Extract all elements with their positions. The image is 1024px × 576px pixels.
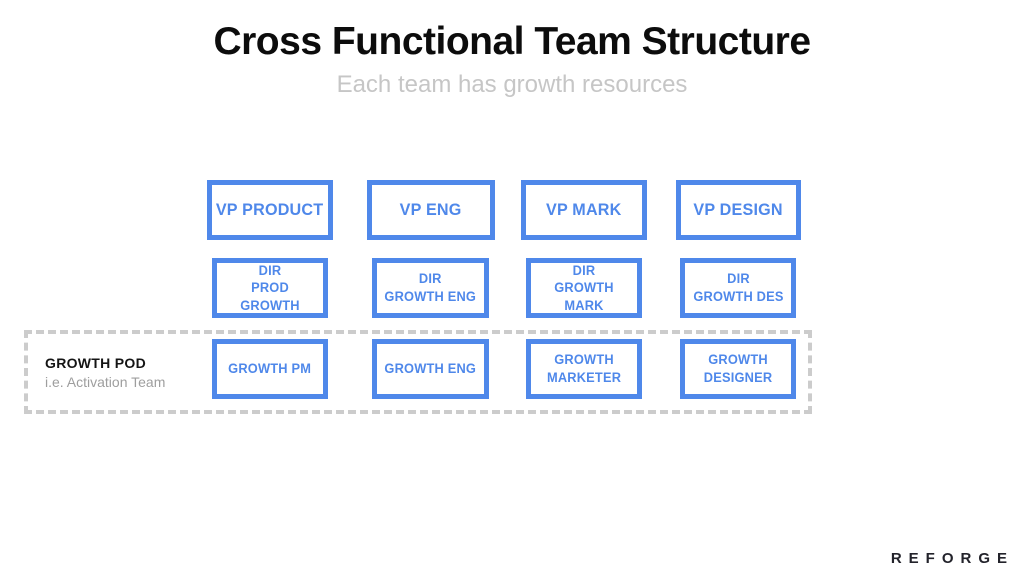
page-subtitle: Each team has growth resources: [336, 71, 688, 98]
org-box-vp-mark: VP MARK: [521, 180, 647, 240]
org-box-label: VP ENG: [400, 200, 462, 219]
org-box-vp-design: VP DESIGN: [676, 180, 801, 240]
growth-pod-outline: [24, 330, 812, 414]
org-box-label: VP PRODUCT: [216, 200, 324, 219]
reforge-logo: REFORGE: [890, 550, 1014, 567]
org-box-vp-eng: VP ENG: [367, 180, 495, 240]
org-box-label: GROWTH DESIGNER: [703, 352, 773, 385]
org-box-vp-product: VP PRODUCT: [207, 180, 333, 240]
org-box-label: GROWTH MARKETER: [546, 352, 622, 385]
growth-pod-label: GROWTH POD: [45, 355, 146, 371]
org-box-label: DIR PROD GROWTH: [240, 262, 300, 313]
org-box-dir-growth-eng: DIR GROWTH ENG: [372, 258, 489, 318]
org-box-label: DIR GROWTH MARK: [554, 262, 614, 313]
org-box-growth-designer: GROWTH DESIGNER: [680, 339, 796, 399]
growth-pod-label-group: GROWTH POD i.e. Activation Team: [45, 354, 165, 392]
org-box-label: VP MARK: [546, 200, 622, 219]
org-box-label: DIR GROWTH DES: [692, 271, 784, 304]
org-box-dir-growth-des: DIR GROWTH DES: [680, 258, 796, 318]
org-box-growth-eng: GROWTH ENG: [372, 339, 489, 399]
growth-pod-sublabel: i.e. Activation Team: [45, 374, 166, 390]
org-box-growth-pm: GROWTH PM: [212, 339, 328, 399]
org-box-label: DIR GROWTH ENG: [384, 271, 477, 304]
org-box-label: GROWTH PM: [228, 361, 312, 377]
org-box-label: GROWTH ENG: [384, 361, 477, 377]
page-title: Cross Functional Team Structure: [213, 20, 811, 63]
org-box-dir-prod-growth: DIR PROD GROWTH: [212, 258, 328, 318]
org-box-growth-marketer: GROWTH MARKETER: [526, 339, 642, 399]
org-box-dir-growth-mark: DIR GROWTH MARK: [526, 258, 642, 318]
org-box-label: VP DESIGN: [693, 200, 784, 219]
